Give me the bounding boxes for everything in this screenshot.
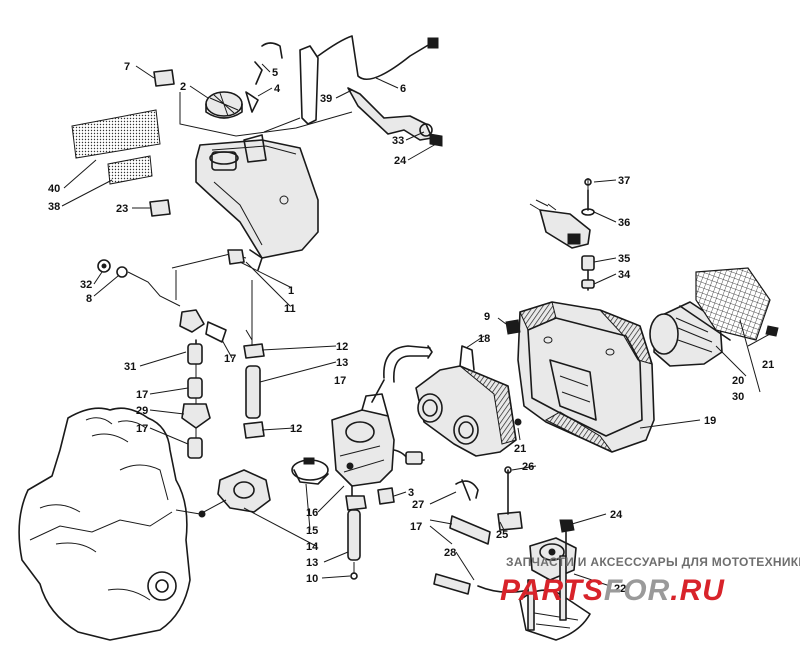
watermark: ЗАПЧАСТИ И АКСЕССУАРЫ ДЛЯ МОТОТЕХНИКИ PA… (500, 555, 800, 607)
intake-flange-14 (199, 469, 271, 515)
callout-31: 31 (124, 361, 136, 373)
label-23 (149, 199, 171, 217)
watermark-brand: PARTSFOR.RU (500, 574, 725, 607)
callout-4: 4 (274, 83, 281, 95)
callout-6: 6 (400, 83, 406, 95)
callout-12-b: 12 (290, 423, 302, 435)
leader-lines (61, 63, 771, 587)
callout-27: 27 (412, 499, 424, 511)
callout-17-c: 17 (136, 389, 148, 401)
callout-5: 5 (272, 67, 278, 79)
callout-13-b: 13 (306, 557, 318, 569)
sticker-7 (153, 69, 175, 87)
watermark-brand-parts: PARTS (500, 574, 604, 607)
nut-24b (559, 519, 575, 557)
callout-33: 33 (392, 135, 404, 147)
clip-3 (377, 487, 395, 505)
callout-16: 16 (306, 507, 318, 519)
decal-38 (107, 155, 153, 185)
callout-20: 20 (732, 375, 744, 387)
callout-39: 39 (320, 93, 332, 105)
callout-24: 24 (394, 155, 407, 167)
air-box-19 (517, 301, 655, 453)
callout-15: 15 (306, 525, 318, 537)
fuel-hose-17 (383, 345, 433, 383)
line-13b (345, 495, 367, 580)
callout-28: 28 (444, 547, 456, 559)
callout-34: 34 (618, 269, 631, 281)
callout-38: 38 (48, 201, 60, 213)
callout-14: 14 (306, 541, 319, 553)
callout-25: 25 (496, 529, 508, 541)
callout-40: 40 (48, 183, 60, 195)
filter-element-20 (649, 301, 731, 367)
callout-10: 10 (306, 573, 318, 585)
callout-29: 29 (136, 405, 148, 417)
callout-labels: 7 2 5 4 39 6 33 24 40 38 23 37 36 35 34 … (48, 61, 774, 595)
adapter-18 (415, 345, 522, 457)
watermark-brand-for: FOR (604, 574, 670, 607)
decal-40 (71, 109, 161, 159)
bolt-9 (497, 317, 521, 335)
callout-19: 19 (704, 415, 716, 427)
callout-17-d: 17 (136, 423, 148, 435)
callout-8: 8 (86, 293, 92, 305)
callout-9: 9 (484, 311, 490, 323)
carburetor-16 (331, 379, 425, 497)
callout-1: 1 (288, 285, 294, 297)
callout-7: 7 (124, 61, 130, 73)
callout-24-b: 24 (610, 509, 623, 521)
clamp-15 (291, 457, 329, 485)
callout-32: 32 (80, 279, 92, 291)
engine (18, 407, 206, 641)
screw-21 (765, 325, 779, 337)
callout-17-e: 17 (410, 521, 422, 533)
callout-22: 22 (614, 583, 626, 595)
oil-fittings (97, 249, 247, 459)
watermark-tagline: ЗАПЧАСТИ И АКСЕССУАРЫ ДЛЯ МОТОТЕХНИКИ (506, 555, 800, 569)
callout-30: 30 (732, 391, 744, 403)
callout-3: 3 (408, 487, 414, 499)
fuel-pump-22 (519, 537, 591, 641)
callout-36: 36 (618, 217, 630, 229)
oil-tank (195, 134, 319, 271)
callout-26: 26 (522, 461, 534, 473)
callout-17-b: 17 (334, 375, 346, 387)
screen-30 (695, 267, 771, 341)
fuel-line-13 (243, 280, 265, 439)
callout-35: 35 (618, 253, 630, 265)
level-sensor (245, 35, 439, 125)
callout-21-b: 21 (762, 359, 774, 371)
callout-37: 37 (618, 175, 630, 187)
watermark-brand-ru: .RU (670, 574, 725, 607)
callout-13: 13 (336, 357, 348, 369)
callout-17-a: 17 (224, 353, 236, 365)
pump-hoses (433, 466, 529, 595)
mounting-bracket (529, 178, 595, 291)
callout-21: 21 (514, 443, 526, 455)
callout-23: 23 (116, 203, 128, 215)
bracket-33 (347, 87, 443, 147)
callout-2: 2 (180, 81, 186, 93)
callout-12: 12 (336, 341, 348, 353)
callout-18: 18 (478, 333, 490, 345)
tank-cap (205, 91, 243, 119)
callout-11: 11 (284, 303, 296, 315)
